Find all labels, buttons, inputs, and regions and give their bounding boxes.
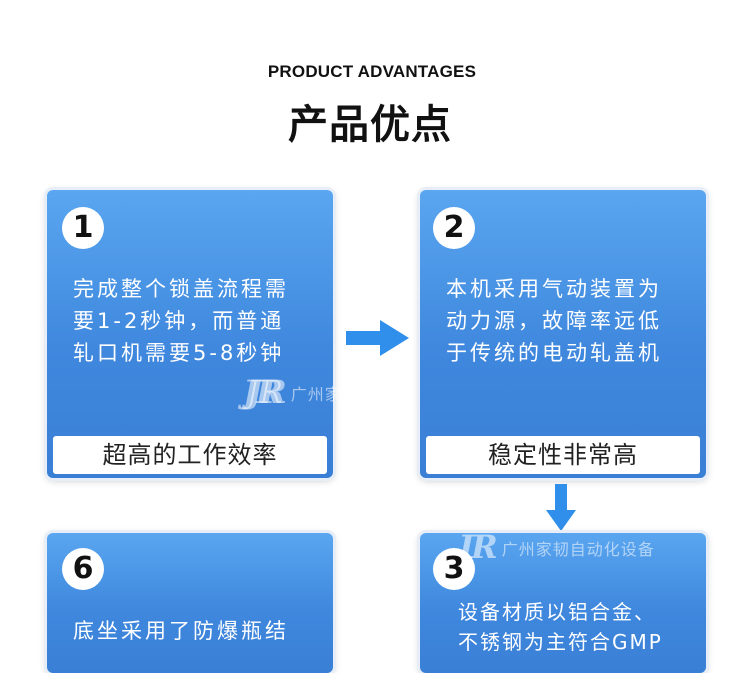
advantage-card-3: JR 广州家韧自动化设备 3 设备材质以铝合金、 不锈钢为主符合GMP bbox=[420, 533, 706, 673]
card-description: 设备材质以铝合金、 不锈钢为主符合GMP bbox=[458, 597, 663, 657]
card-description-line: 本机采用气动装置为 bbox=[446, 277, 662, 301]
section-title: 产品优点 bbox=[288, 102, 452, 148]
card-description: 底坐采用了防爆瓶结 bbox=[73, 615, 289, 647]
arrow-right-icon bbox=[346, 320, 409, 356]
card-number-badge: 2 bbox=[433, 207, 475, 249]
card-description-line: 完成整个锁盖流程需 bbox=[73, 277, 289, 301]
card-description-line: 底坐采用了防爆瓶结 bbox=[73, 619, 289, 643]
watermark: JR bbox=[243, 373, 283, 411]
card-description: 完成整个锁盖流程需 要1-2秒钟，而普通 轧口机需要5-8秒钟 bbox=[73, 273, 289, 369]
card-number-badge: 6 bbox=[62, 548, 104, 590]
arrow-down-icon bbox=[546, 484, 576, 531]
card-number-badge: 3 bbox=[433, 548, 475, 590]
card-label: 稳定性非常高 bbox=[426, 436, 700, 474]
advantage-card-2: 2 本机采用气动装置为 动力源，故障率远低 于传统的电动轧盖机 稳定性非常高 bbox=[420, 190, 706, 478]
card-label: 超高的工作效率 bbox=[53, 436, 327, 474]
watermark-logo: JR bbox=[243, 373, 283, 411]
card-description-line: 轧口机需要5-8秒钟 bbox=[73, 341, 285, 365]
advantage-card-1: 1 完成整个锁盖流程需 要1-2秒钟，而普通 轧口机需要5-8秒钟 JR 超高的… bbox=[47, 190, 333, 478]
card-description: 本机采用气动装置为 动力源，故障率远低 于传统的电动轧盖机 bbox=[446, 273, 662, 369]
card-description-line: 于传统的电动轧盖机 bbox=[446, 341, 662, 365]
card-description-line: 要1-2秒钟，而普通 bbox=[73, 309, 285, 333]
watermark-text: 广州家韧自动化设备 bbox=[501, 540, 655, 559]
card-description-line: 不锈钢为主符合GMP bbox=[458, 630, 663, 654]
section-subtitle: PRODUCT ADVANTAGES bbox=[267, 62, 477, 81]
watermark: JR 广州家韧自动化设备 bbox=[458, 533, 655, 563]
card-number-badge: 1 bbox=[62, 207, 104, 249]
advantage-card-6: 6 底坐采用了防爆瓶结 bbox=[47, 533, 333, 673]
card-description-line: 动力源，故障率远低 bbox=[446, 309, 662, 333]
card-description-line: 设备材质以铝合金、 bbox=[458, 600, 656, 624]
